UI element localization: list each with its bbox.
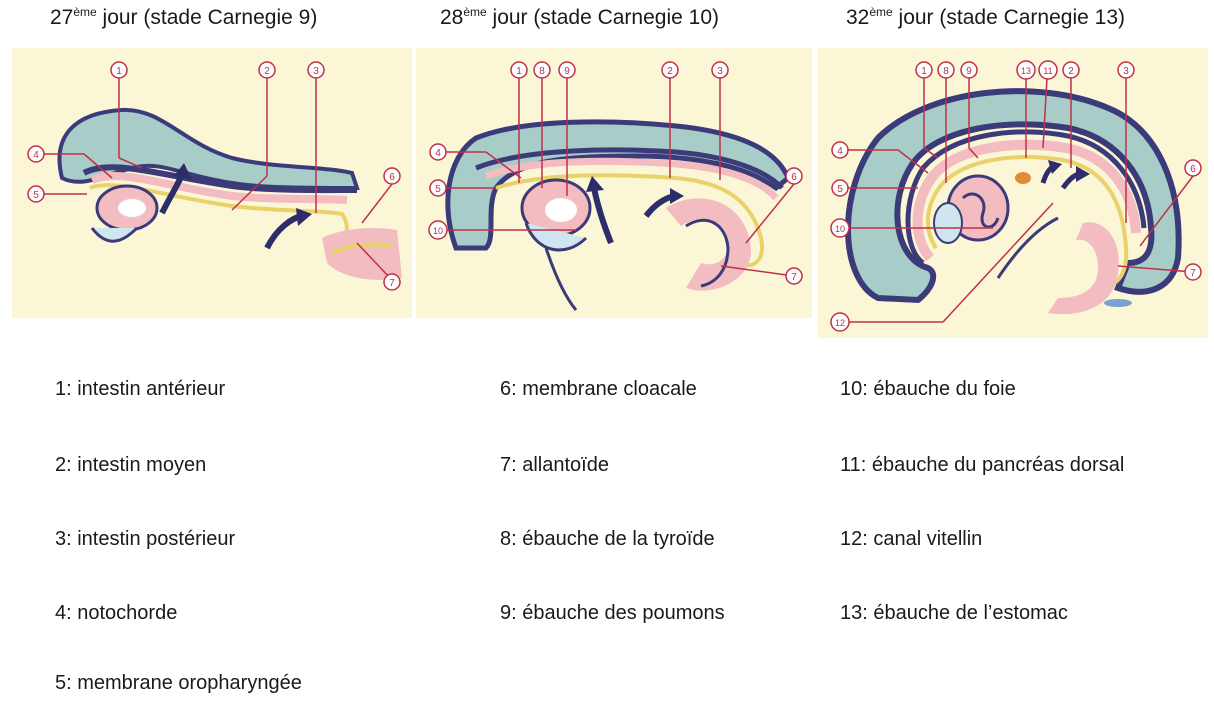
callout-5: 5 <box>832 180 848 196</box>
callout-6: 6 <box>786 168 802 184</box>
svg-text:4: 4 <box>33 150 39 161</box>
stage-title-32: 32ème jour (stade Carnegie 13) <box>846 6 1125 30</box>
svg-text:7: 7 <box>389 278 395 289</box>
svg-text:5: 5 <box>435 184 441 195</box>
svg-text:3: 3 <box>717 66 723 77</box>
legend-item-2: 2: intestin moyen <box>55 454 206 477</box>
embryo-diagram-day32: 1 8 9 13 11 2 3 4 5 6 10 7 12 <box>818 48 1208 338</box>
svg-text:6: 6 <box>791 172 797 183</box>
callout-9: 9 <box>559 62 575 78</box>
legend-item-6: 6: membrane cloacale <box>500 378 697 401</box>
diagram-panel-day28: 1 8 9 2 3 4 5 6 10 7 <box>416 48 812 318</box>
svg-text:4: 4 <box>435 148 441 159</box>
callout-2: 2 <box>259 62 275 78</box>
allantois-vessel <box>1104 299 1132 307</box>
legend-item-9: 9: ébauche des poumons <box>500 602 725 625</box>
callout-1: 1 <box>511 62 527 78</box>
svg-text:6: 6 <box>1190 164 1196 175</box>
svg-text:7: 7 <box>1190 268 1196 279</box>
diagram-panel-day27: 1 2 3 4 5 6 7 <box>12 48 412 318</box>
svg-text:9: 9 <box>966 66 972 77</box>
svg-text:2: 2 <box>1068 66 1074 77</box>
callout-2: 2 <box>1063 62 1079 78</box>
svg-text:10: 10 <box>835 224 845 234</box>
svg-text:10: 10 <box>433 226 443 236</box>
callout-10: 10 <box>831 219 849 237</box>
legend-item-3: 3: intestin postérieur <box>55 528 235 551</box>
legend-item-10: 10: ébauche du foie <box>840 378 1016 401</box>
callout-3: 3 <box>1118 62 1134 78</box>
callout-1: 1 <box>111 62 127 78</box>
callout-7: 7 <box>786 268 802 284</box>
legend-item-1: 1: intestin antérieur <box>55 378 225 401</box>
diagram-panel-day32: 1 8 9 13 11 2 3 4 5 6 10 7 12 <box>818 48 1208 338</box>
callout-1: 1 <box>916 62 932 78</box>
svg-text:4: 4 <box>837 146 843 157</box>
callout-5: 5 <box>430 180 446 196</box>
stomach-bud <box>1015 172 1031 184</box>
callout-13: 13 <box>1017 61 1035 79</box>
svg-text:13: 13 <box>1021 66 1031 76</box>
svg-text:1: 1 <box>921 66 927 77</box>
stage-title-27: 27ème jour (stade Carnegie 9) <box>50 6 317 30</box>
callout-11: 11 <box>1039 61 1057 79</box>
embryo-diagram-day27: 1 2 3 4 5 6 7 <box>12 48 412 318</box>
callout-8: 8 <box>938 62 954 78</box>
callout-8: 8 <box>534 62 550 78</box>
heart-lumen <box>118 199 146 217</box>
legend-item-12: 12: canal vitellin <box>840 528 982 551</box>
svg-text:11: 11 <box>1043 66 1052 76</box>
legend-item-8: 8: ébauche de la tyroïde <box>500 528 715 551</box>
svg-text:3: 3 <box>1123 66 1129 77</box>
legend-item-7: 7: allantoïde <box>500 454 609 477</box>
embryo-diagram-day28: 1 8 9 2 3 4 5 6 10 7 <box>416 48 812 318</box>
svg-text:2: 2 <box>264 66 270 77</box>
legend-item-13: 13: ébauche de l’estomac <box>840 602 1068 625</box>
pericardial-cavity <box>934 203 962 243</box>
svg-text:8: 8 <box>539 66 545 77</box>
callout-2: 2 <box>662 62 678 78</box>
callout-4: 4 <box>832 142 848 158</box>
callout-6: 6 <box>1185 160 1201 176</box>
svg-text:5: 5 <box>33 190 39 201</box>
heart-lumen <box>545 198 577 222</box>
svg-text:6: 6 <box>389 172 395 183</box>
callout-6: 6 <box>384 168 400 184</box>
callout-12: 12 <box>831 313 849 331</box>
svg-text:1: 1 <box>516 66 522 77</box>
svg-text:2: 2 <box>667 66 673 77</box>
stage-title-28: 28ème jour (stade Carnegie 10) <box>440 6 719 30</box>
callout-7: 7 <box>1185 264 1201 280</box>
legend-item-5: 5: membrane oropharyngée <box>55 672 302 695</box>
callout-4: 4 <box>28 146 44 162</box>
callout-9: 9 <box>961 62 977 78</box>
svg-text:9: 9 <box>564 66 570 77</box>
svg-text:3: 3 <box>313 66 319 77</box>
callout-5: 5 <box>28 186 44 202</box>
callout-7: 7 <box>384 274 400 290</box>
svg-text:5: 5 <box>837 184 843 195</box>
callout-3: 3 <box>308 62 324 78</box>
svg-text:12: 12 <box>835 318 845 328</box>
legend-item-4: 4: notochorde <box>55 602 177 625</box>
svg-text:1: 1 <box>116 66 122 77</box>
callout-10: 10 <box>429 221 447 239</box>
legend-item-11: 11: ébauche du pancréas dorsal <box>840 454 1124 477</box>
callout-3: 3 <box>712 62 728 78</box>
svg-text:7: 7 <box>791 272 797 283</box>
callout-4: 4 <box>430 144 446 160</box>
svg-text:8: 8 <box>943 66 949 77</box>
